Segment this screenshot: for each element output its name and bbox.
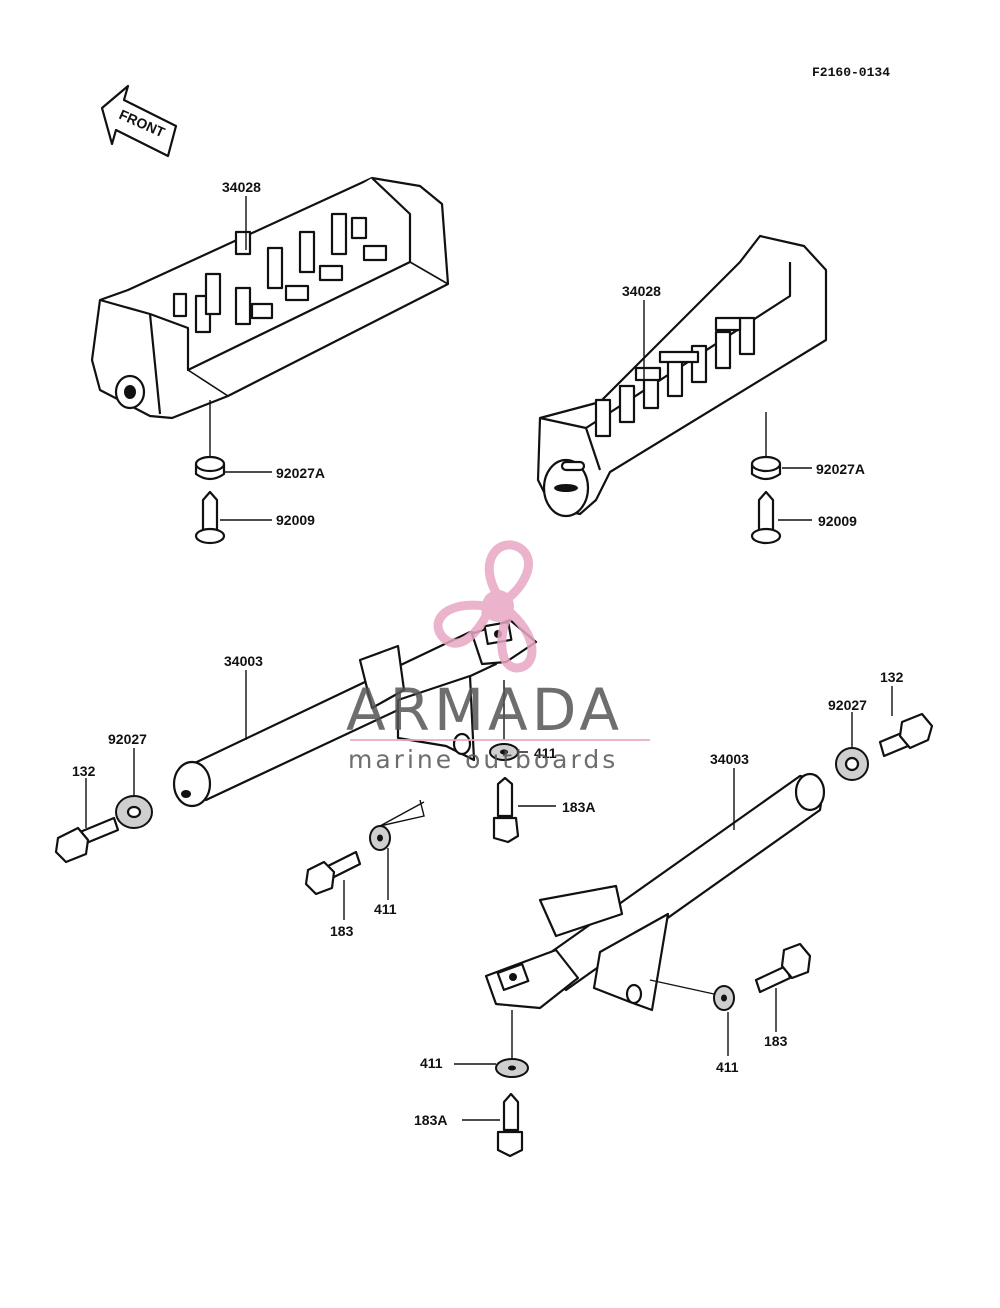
label-132-right: 132 — [880, 669, 904, 685]
label-34003-left: 34003 — [224, 653, 263, 669]
label-92009-right: 92009 — [818, 513, 857, 529]
label-183-right: 183 — [764, 1033, 788, 1049]
label-34028-left: 34028 — [222, 179, 261, 195]
washer-411-low-right — [713, 985, 735, 1011]
footrest-rubber-left — [90, 176, 450, 420]
label-411-mid-a: 411 — [534, 745, 557, 761]
label-411-low-a: 411 — [420, 1055, 443, 1071]
label-92009-left: 92009 — [276, 512, 315, 528]
label-92027A-right: 92027A — [816, 461, 865, 477]
pin-left — [194, 490, 226, 545]
label-183-left: 183 — [330, 923, 354, 939]
washer-411-left-mid — [369, 825, 391, 851]
label-183A-mid: 183A — [562, 799, 595, 815]
collar-left — [115, 795, 153, 829]
leader-lines — [85, 196, 893, 1121]
bolt-132-right — [878, 712, 934, 758]
diagram-code: F2160-0134 — [812, 65, 890, 80]
bolt-183-right — [754, 942, 812, 994]
label-183A-low: 183A — [414, 1112, 447, 1128]
label-92027A-left: 92027A — [276, 465, 325, 481]
label-411-mid-b: 411 — [374, 901, 397, 917]
bolt-183A-mid — [492, 776, 520, 844]
footrest-bracket-right — [484, 772, 826, 1012]
watermark: ARMADA marine outboards — [346, 540, 650, 774]
bolt-132-left — [54, 816, 120, 864]
bolt-183A-low — [496, 1092, 524, 1158]
collar-nut-right — [750, 455, 782, 481]
watermark-brand: ARMADA — [346, 676, 623, 744]
propeller-logo-icon — [433, 540, 537, 673]
footrest-rubber-right — [536, 234, 828, 518]
label-92027-left: 92027 — [108, 731, 147, 747]
label-132-left: 132 — [72, 763, 96, 779]
label-411-low-b: 411 — [716, 1059, 739, 1075]
watermark-tagline: marine outboards — [348, 745, 618, 774]
label-34003-right: 34003 — [710, 751, 749, 767]
label-34028-right: 34028 — [622, 283, 661, 299]
pin-right — [750, 490, 782, 545]
collar-right — [835, 747, 869, 781]
label-92027-right: 92027 — [828, 697, 867, 713]
front-arrow-icon: FRONT — [100, 84, 178, 158]
washer-411-low-left — [495, 1058, 529, 1078]
bolt-183-left — [304, 850, 362, 896]
collar-nut-left — [194, 455, 226, 481]
